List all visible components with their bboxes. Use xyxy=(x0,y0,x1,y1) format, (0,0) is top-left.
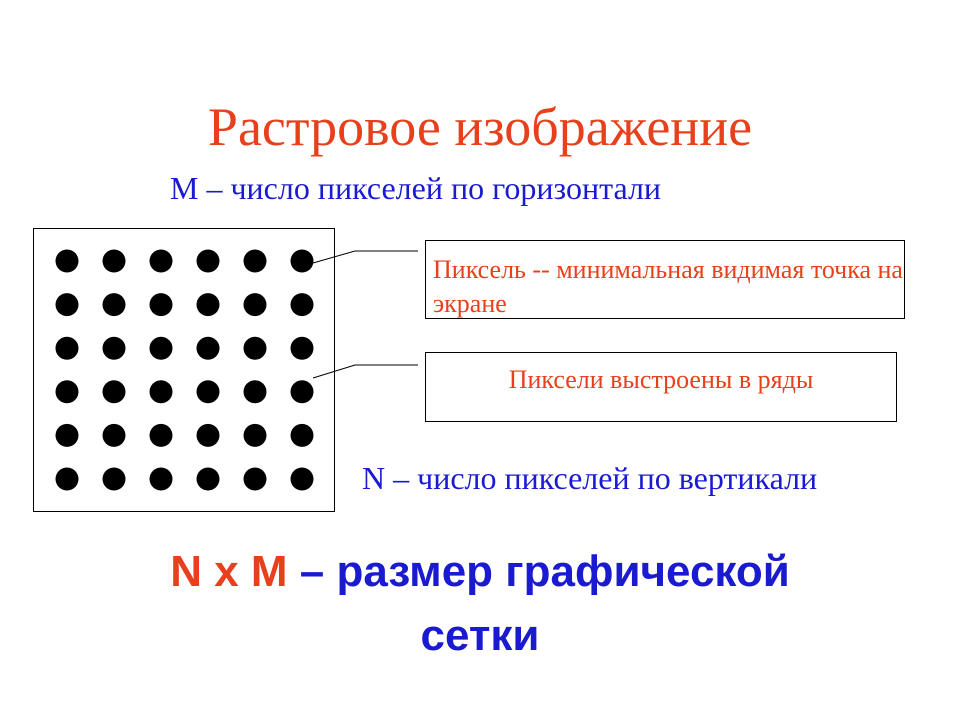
pixel-dot xyxy=(243,467,267,491)
callout-connector-pixel xyxy=(312,250,418,264)
pixel-dot xyxy=(55,380,79,404)
pixel-dot xyxy=(290,467,314,491)
pixel-dot xyxy=(102,380,126,404)
m-label: M – число пикселей по горизонтали xyxy=(170,170,662,206)
pixel-dot xyxy=(149,249,173,273)
pixel-dot xyxy=(196,380,220,404)
formula-dimensions: N x M xyxy=(170,547,288,596)
callout-pixel-definition: Пиксель -- минимальная видимая точка на … xyxy=(425,240,905,319)
pixel-dot xyxy=(55,249,79,273)
pixel-dot xyxy=(55,336,79,360)
pixel-dot xyxy=(196,293,220,317)
pixel-dot xyxy=(102,249,126,273)
pixel-dot xyxy=(243,423,267,447)
pixel-dot xyxy=(196,336,220,360)
pixel-dot xyxy=(243,336,267,360)
pixel-dot xyxy=(102,467,126,491)
pixel-dot xyxy=(149,293,173,317)
pixel-dot xyxy=(102,336,126,360)
pixel-dot xyxy=(243,249,267,273)
pixel-grid-frame xyxy=(33,228,335,512)
pixel-dot xyxy=(55,423,79,447)
pixel-dot xyxy=(290,380,314,404)
pixel-dot xyxy=(149,336,173,360)
pixel-dot xyxy=(243,293,267,317)
pixel-dot xyxy=(149,423,173,447)
pixel-dot xyxy=(290,249,314,273)
pixel-dot xyxy=(243,380,267,404)
pixel-dot xyxy=(149,467,173,491)
pixel-dot xyxy=(55,467,79,491)
callout-pixel-rows: Пиксели выстроены в ряды xyxy=(425,352,897,422)
pixel-dot xyxy=(196,423,220,447)
callout-connector-rows xyxy=(312,364,418,379)
slide-title: Растровое изображение xyxy=(207,97,753,157)
formula-text: – размер графической xyxy=(287,547,790,596)
pixel-dot xyxy=(196,249,220,273)
pixel-dot xyxy=(102,423,126,447)
formula-text-line2: сетки xyxy=(420,611,540,660)
pixel-dot xyxy=(290,423,314,447)
pixel-dot xyxy=(290,293,314,317)
grid-size-formula: N x M – размер графической сетки xyxy=(0,540,960,668)
n-label: N – число пикселей по вертикали xyxy=(362,460,818,496)
pixel-dot xyxy=(196,467,220,491)
pixel-dot xyxy=(55,293,79,317)
pixel-dot xyxy=(102,293,126,317)
pixel-dot xyxy=(149,380,173,404)
pixel-dot xyxy=(290,336,314,360)
